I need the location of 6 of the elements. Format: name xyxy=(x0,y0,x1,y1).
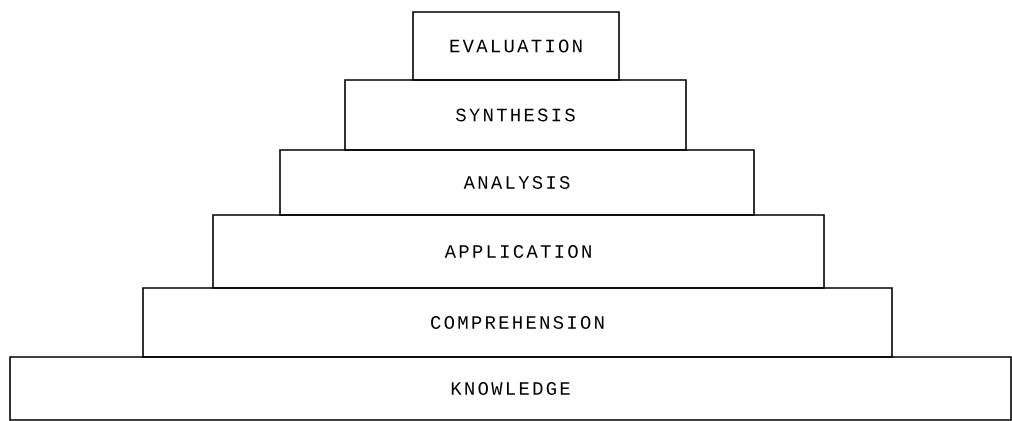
level-box: COMPREHENSION xyxy=(142,287,893,358)
level-box: ANALYSIS xyxy=(279,149,755,216)
level-box: SYNTHESIS xyxy=(344,79,687,151)
level-box: EVALUATION xyxy=(412,11,620,81)
level-box: KNOWLEDGE xyxy=(9,356,1012,421)
level-box: APPLICATION xyxy=(212,214,825,289)
